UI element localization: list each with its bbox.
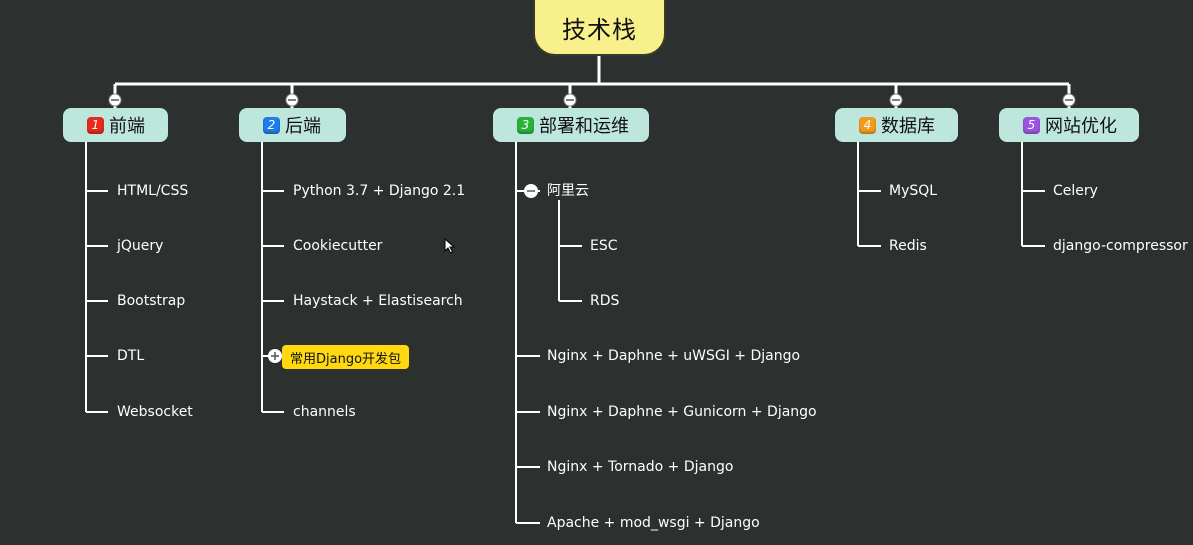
leaf-node[interactable]: Nginx + Daphne + Gunicorn + Django [547,404,817,420]
category-label: 网站优化 [1045,116,1117,137]
leaf-node[interactable]: django-compressor [1053,238,1188,254]
priority-1-icon: 1 [87,116,104,134]
leaf-node[interactable]: ESC [590,238,618,254]
leaf-node[interactable]: Apache + mod_wsgi + Django [547,515,760,531]
leaf-node[interactable]: RDS [590,293,620,309]
category-label: 前端 [109,116,145,137]
leaf-node[interactable]: channels [293,404,356,420]
leaf-node[interactable]: DTL [117,348,145,364]
category-backend[interactable]: 2 后端 [239,108,346,142]
mouse-cursor-icon [444,238,456,254]
leaf-node[interactable]: Nginx + Tornado + Django [547,459,734,475]
leaf-node[interactable]: Bootstrap [117,293,186,309]
leaf-node[interactable]: MySQL [889,183,938,199]
leaf-node[interactable]: Celery [1053,183,1098,199]
leaf-node[interactable]: Redis [889,238,927,254]
category-label: 数据库 [881,116,935,137]
leaf-node[interactable]: Cookiecutter [293,238,383,254]
priority-4-icon: 4 [859,116,876,134]
leaf-node[interactable]: HTML/CSS [117,183,189,199]
leaf-node[interactable]: jQuery [117,238,164,254]
priority-5-icon: 5 [1023,116,1040,134]
category-database[interactable]: 4 数据库 [835,108,958,142]
priority-2-icon: 2 [263,116,280,134]
category-site-optimization[interactable]: 5 网站优化 [999,108,1139,142]
leaf-node[interactable]: Haystack + Elastisearch [293,293,463,309]
category-deployment[interactable]: 3 部署和运维 [493,108,649,142]
leaf-node-selected[interactable]: 常用Django开发包 [282,345,410,369]
category-label: 部署和运维 [539,116,629,137]
leaf-node[interactable]: Python 3.7 + Django 2.1 [293,183,466,199]
priority-3-icon: 3 [517,116,534,134]
category-label: 后端 [285,116,321,137]
leaf-node[interactable]: Nginx + Daphne + uWSGI + Django [547,348,801,364]
category-frontend[interactable]: 1 前端 [63,108,168,142]
group-node-aliyun[interactable]: 阿里云 [547,183,589,199]
root-node[interactable]: 技术栈 [533,0,666,56]
leaf-node[interactable]: Websocket [117,404,193,420]
